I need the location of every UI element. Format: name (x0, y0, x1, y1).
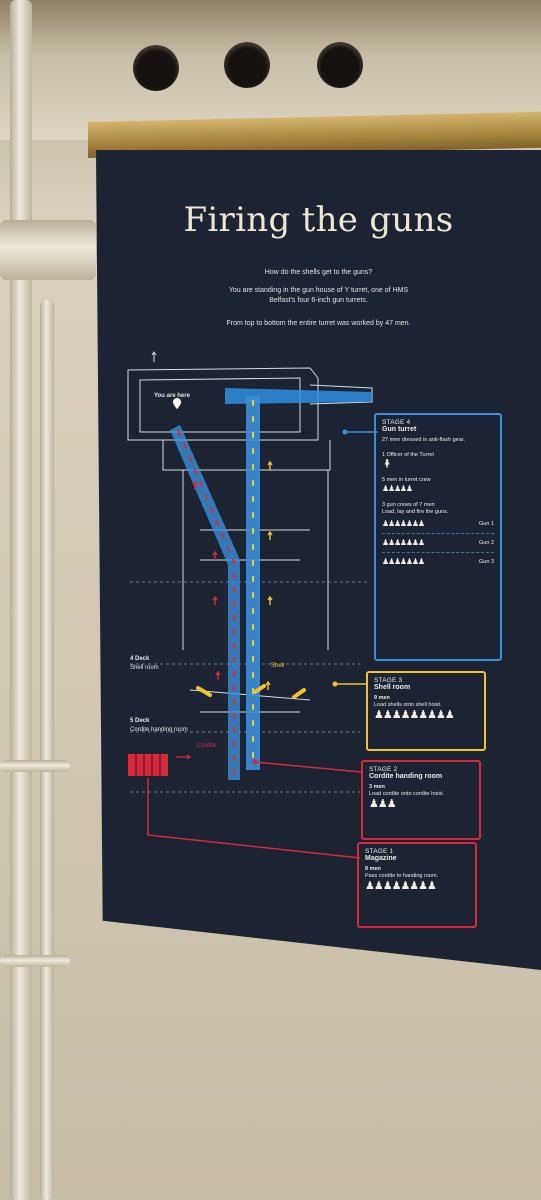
shell-tag: Shell (271, 663, 285, 669)
stage1-men: 8 men (365, 866, 381, 872)
stage1-name: Magazine (365, 855, 397, 862)
handing-room-figures: ♟♟♟ (369, 798, 397, 810)
stage4-summary: 27 men dressed in anti-flash gear. (382, 437, 465, 443)
deck5-label: 5 Deck (130, 718, 150, 724)
wall-bracket (0, 955, 70, 967)
stage3-name: Shell room (374, 684, 411, 691)
wall-pipe (40, 300, 54, 1200)
officer-figures: 🧍︎ (382, 459, 392, 468)
stage2-men: 3 men (369, 784, 385, 790)
stage4-gun-crews: 3 gun crews of 7 men (382, 502, 435, 508)
turret-crew-figures: ♟♟♟♟♟ (382, 484, 413, 493)
wall-bracket (0, 220, 96, 280)
stage2-name: Cordite handing room (369, 773, 443, 780)
stage4-box: STAGE 4 Gun turret 27 men dressed in ant… (374, 413, 502, 661)
gun-barrel (225, 388, 372, 404)
stage1-text: Pass cordite to handing room. (365, 873, 439, 879)
bulkhead-hole (133, 45, 179, 91)
up-arrow-icon (151, 351, 157, 362)
stage2-text: Load cordite onto cordite hoist. (369, 791, 445, 797)
deck5-room-label: Cordite handing room (130, 727, 188, 733)
location-pin-icon (173, 398, 181, 409)
cordite-tag: Cordite (197, 743, 217, 749)
gun3-row: ♟♟♟♟♟♟♟ Gun 3 (382, 557, 494, 566)
wall-bracket (0, 760, 70, 772)
stage4-label: STAGE 4 (382, 419, 411, 426)
intro-crew-total: From top to bottom the entire turret was… (226, 320, 411, 327)
stage3-text: Load shells onto shell hoist. (374, 702, 442, 708)
gun1-row: ♟♟♟♟♟♟♟ Gun 1 (382, 519, 494, 528)
deck4-room-label: Shell room (130, 665, 159, 671)
stage4-officer: 1 Officer of the Turret (382, 452, 434, 458)
stage3-label: STAGE 3 (374, 677, 403, 684)
gun3-label: Gun 3 (479, 559, 494, 565)
stage2-label: STAGE 2 (369, 766, 398, 773)
stage3-box: STAGE 3 Shell room 9 men Load shells ont… (366, 671, 486, 751)
stage1-box: STAGE 1 Magazine 8 men Pass cordite to h… (357, 842, 477, 928)
gun1-label: Gun 1 (479, 521, 494, 527)
gun-house-outline (127, 367, 319, 441)
trunk-walls (182, 470, 329, 650)
bulkhead-hole (224, 42, 270, 88)
stage2-box: STAGE 2 Cordite handing room 3 men Load … (361, 760, 481, 840)
intro-question: How do the shells get to the guns? (264, 269, 373, 276)
stage4-gun-crews-task: Load, lay and fire the guns. (382, 509, 449, 515)
wall-pipe (10, 0, 32, 1200)
shell-hoist (246, 396, 260, 770)
panel-title: Firing the guns (183, 200, 454, 240)
shell-room-figures: ♟♟♟♟♟♟♟♟♟ (374, 709, 455, 721)
cordite-flow (177, 429, 235, 775)
magazine-figures: ♟♟♟♟♟♟♟♟ (365, 880, 437, 892)
gun2-label: Gun 2 (479, 540, 494, 546)
stage1-label: STAGE 1 (365, 848, 394, 855)
stage4-turret-crew: 5 men in turret crew (382, 477, 431, 483)
magazine-block (128, 754, 168, 776)
you-are-here-label: You are here (154, 393, 190, 399)
stage4-name: Gun turret (382, 426, 417, 433)
gun-house-inner (139, 377, 301, 433)
intro-location: You are standing in the gun house of Y t… (228, 287, 409, 304)
exhibit-panel (96, 150, 541, 970)
stage2-connector (254, 761, 362, 773)
deck4-label: 4 Deck (130, 656, 150, 662)
stage3-men: 9 men (374, 695, 390, 701)
gun2-row: ♟♟♟♟♟♟♟ Gun 2 (382, 538, 494, 547)
bulkhead-hole (317, 42, 363, 88)
stage1-connector (147, 778, 361, 859)
